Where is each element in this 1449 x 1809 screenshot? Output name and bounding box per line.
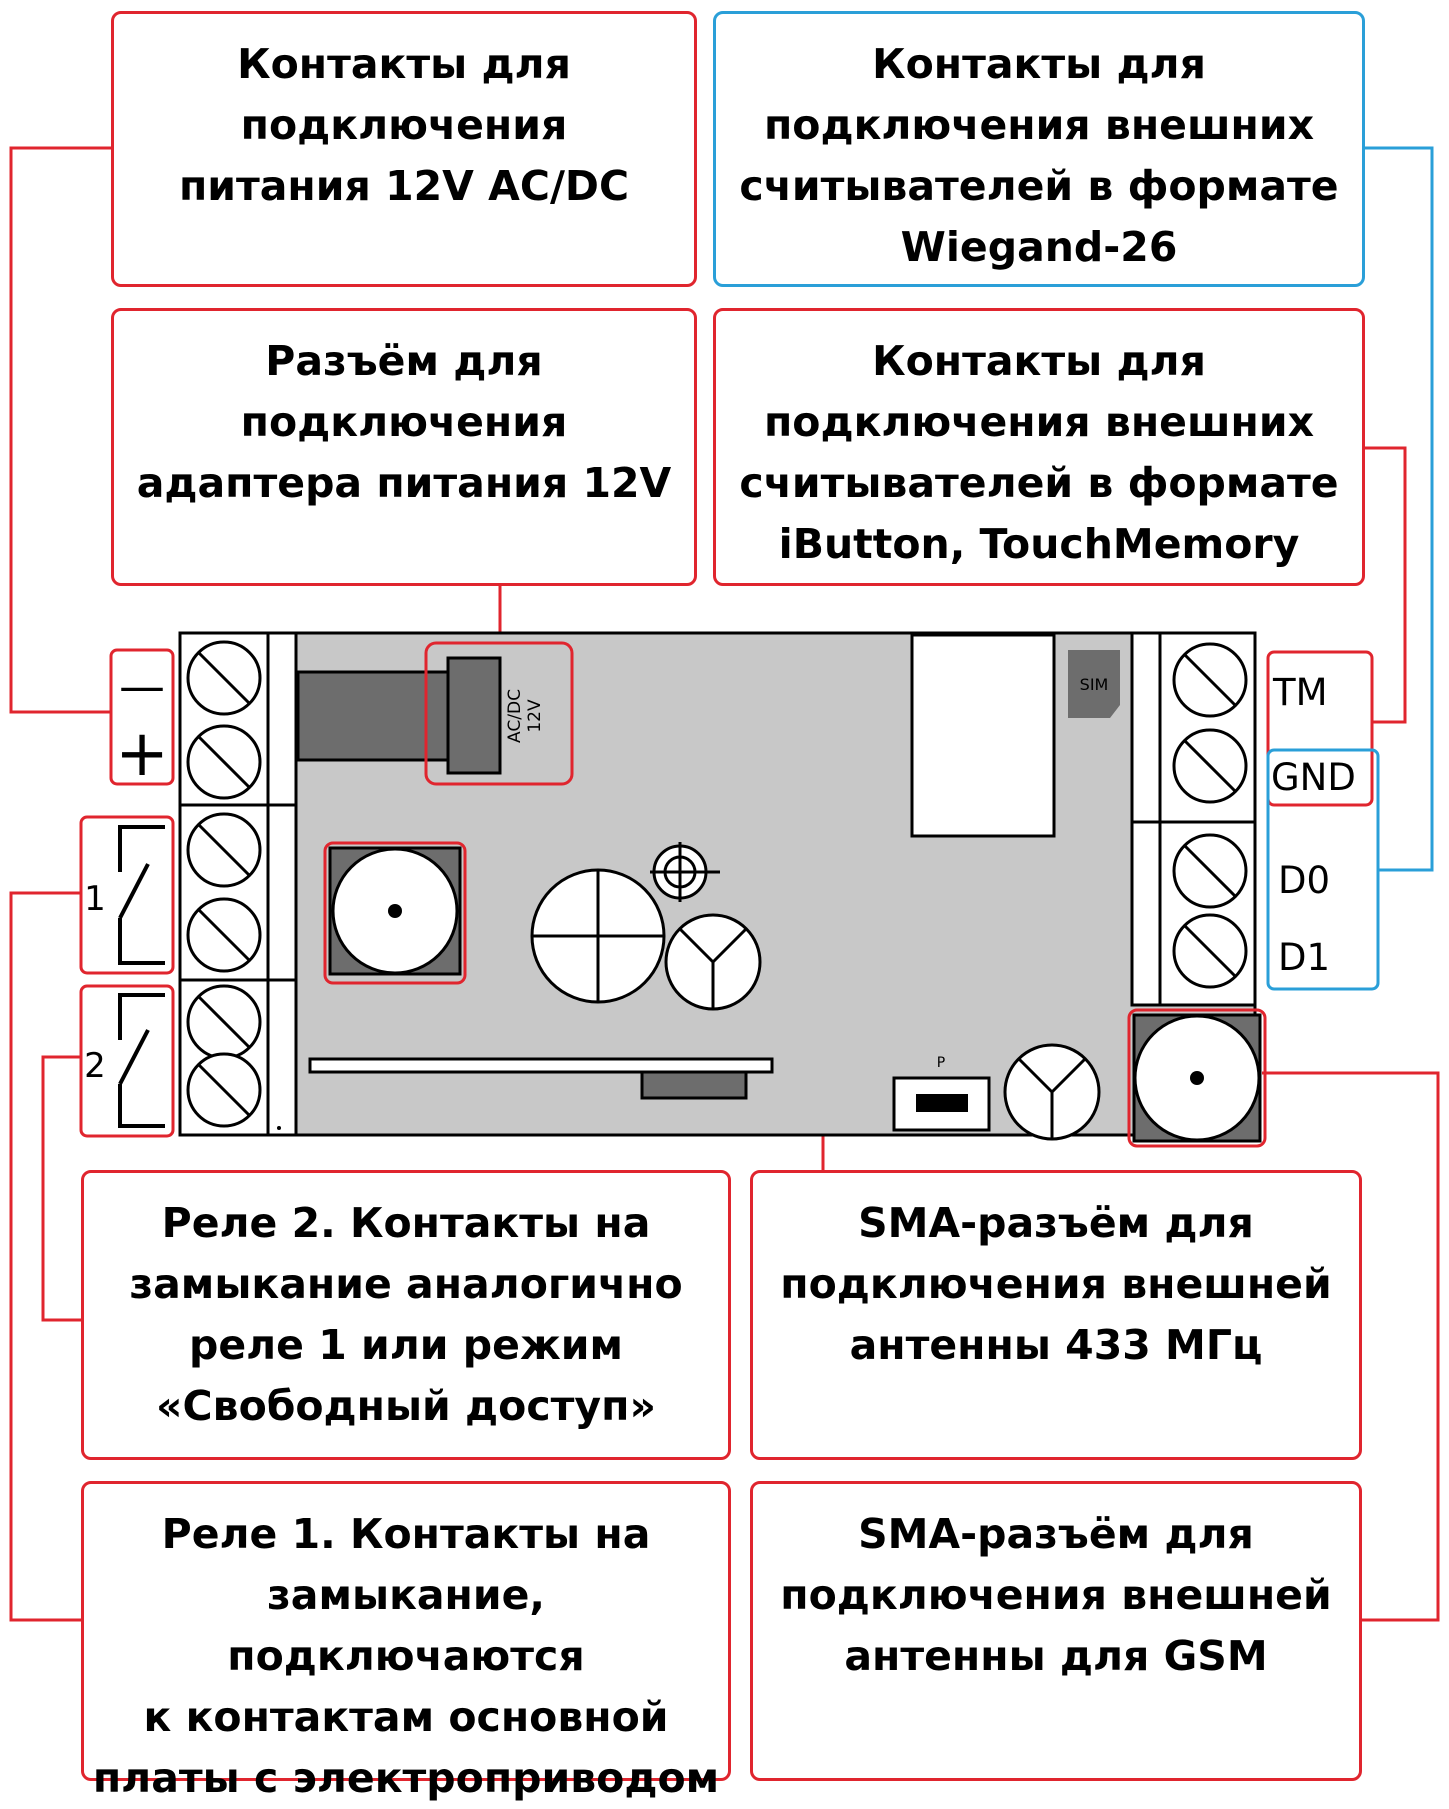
relay2-switch-icon	[118, 993, 165, 1128]
power-terminal-label-box	[109, 648, 175, 786]
pin-gnd-label: GND	[1271, 756, 1356, 799]
screw-terminal-icon	[1172, 913, 1248, 989]
wiegand-label-box	[1266, 748, 1380, 991]
callout-ibutton-contacts: Контакты для подключения внешних считыва…	[713, 308, 1365, 586]
screw-terminal-icon	[186, 1052, 262, 1128]
callout-power-contacts-text: Контакты для подключения питания 12V AC/…	[178, 40, 630, 210]
leader-relay2	[41, 1055, 81, 1322]
callout-sma-gsm-text: SMA-разъём для подключения внешней антен…	[780, 1510, 1332, 1680]
pin-d1-label: D1	[1278, 936, 1330, 979]
screw-terminal-icon	[186, 640, 262, 716]
power-minus-label: —	[119, 659, 165, 713]
callout-relay1: Реле 1. Контакты на замыкание, подключаю…	[81, 1481, 731, 1802]
screw-terminal-icon	[1172, 728, 1248, 804]
power-jack-socket	[446, 656, 502, 775]
screw-terminal-icon	[186, 724, 262, 800]
screw-terminal-icon	[186, 984, 262, 1060]
leader-relay1	[9, 891, 81, 1622]
chip	[640, 1070, 748, 1100]
pin-d0-label: D0	[1278, 859, 1330, 902]
sim-label: SIM	[1080, 675, 1109, 694]
relay1-switch-icon	[118, 825, 165, 965]
pin-tm-label: TM	[1272, 671, 1328, 714]
trimmer-component-small	[1003, 1043, 1101, 1141]
left-screws	[186, 640, 262, 1128]
relay1-label-box	[79, 815, 175, 975]
leader-sma-gsm	[1262, 1071, 1440, 1622]
jack-label-12v: 12V	[525, 699, 545, 733]
screw-terminal-icon	[1172, 833, 1248, 909]
controller-board-diagram: AC/DC 12V SIM P	[9, 146, 1440, 1622]
adapter-jack-highlight	[424, 641, 574, 786]
callout-power-contacts: Контакты для подключения питания 12V AC/…	[111, 11, 697, 287]
relay2-label-box	[79, 984, 175, 1138]
callout-relay1-text: Реле 1. Контакты на замыкание, подключаю…	[92, 1510, 720, 1802]
callout-sma-433-text: SMA-разъём для подключения внешней антен…	[780, 1199, 1332, 1369]
callout-adapter-jack-text: Разъём для подключения адаптера питания …	[136, 337, 672, 507]
capacitor-large	[530, 868, 666, 1004]
power-jack-body	[296, 670, 450, 762]
jumper-label: P	[937, 1055, 945, 1071]
right-screws	[1172, 642, 1248, 989]
sim-card-icon	[1068, 650, 1120, 718]
leader-ibutton	[1365, 446, 1407, 724]
screw-terminal-icon	[186, 812, 262, 888]
callout-sma-433: SMA-разъём для подключения внешней антен…	[750, 1170, 1362, 1460]
leader-wiegand	[1365, 146, 1434, 872]
crosshair-component	[650, 842, 720, 902]
screw-terminal-icon	[186, 897, 262, 973]
callout-wiegand-contacts-text: Контакты для подключения внешних считыва…	[739, 40, 1339, 271]
relay2-number: 2	[84, 1046, 106, 1086]
screw-terminal-icon	[1172, 642, 1248, 718]
callout-relay2: Реле 2. Контакты на замыкание аналогично…	[81, 1170, 731, 1460]
gsm-module	[910, 633, 1056, 838]
leader-power	[9, 146, 111, 714]
trimmer-component	[664, 913, 762, 1011]
sma-433-highlight	[323, 841, 467, 985]
power-plus-label: +	[115, 717, 169, 791]
jack-label-acdc: AC/DC	[505, 689, 525, 743]
callout-wiegand-contacts: Контакты для подключения внешних считыва…	[713, 11, 1365, 287]
sma-gsm-highlight	[1127, 1008, 1267, 1148]
callout-adapter-jack: Разъём для подключения адаптера питания …	[111, 308, 697, 586]
tm-gnd-label-box	[1266, 650, 1374, 807]
pin-header	[308, 1057, 774, 1074]
callout-relay2-text: Реле 2. Контакты на замыкание аналогично…	[129, 1199, 683, 1430]
callout-ibutton-contacts-text: Контакты для подключения внешних считыва…	[739, 337, 1339, 568]
relay1-number: 1	[84, 879, 106, 919]
callout-sma-gsm: SMA-разъём для подключения внешней антен…	[750, 1481, 1362, 1781]
